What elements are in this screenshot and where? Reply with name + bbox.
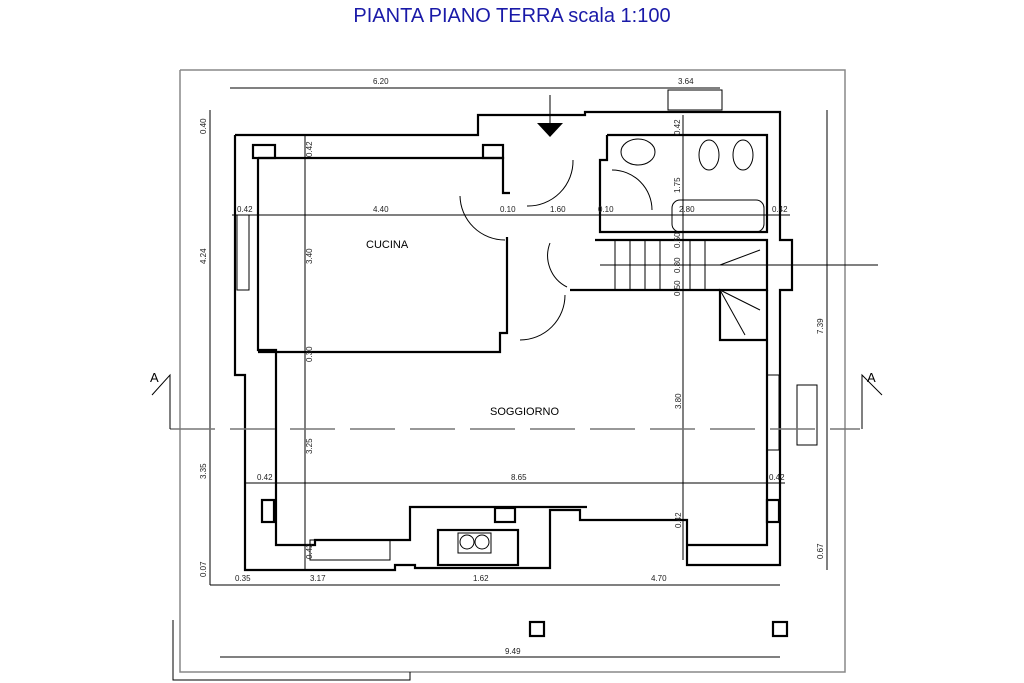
dimension-label: 0.30 <box>305 346 314 362</box>
dimension-label: 0.42 <box>305 543 314 559</box>
door-swing <box>526 159 574 207</box>
dimension-label: 3.17 <box>310 574 326 583</box>
bathtub <box>671 199 765 233</box>
toilet <box>698 139 720 171</box>
hob <box>457 532 492 554</box>
dimension-label: 1.75 <box>673 177 682 193</box>
window <box>766 374 780 451</box>
dimension-label: 0.42 <box>237 205 253 214</box>
terrace-edge <box>172 620 411 681</box>
dimension-label: 0.50 <box>673 232 682 248</box>
hob-burner <box>459 534 475 550</box>
door-swing <box>459 195 506 241</box>
dimension-label: 0.07 <box>199 561 208 577</box>
entrance-arrow-icon <box>537 123 563 137</box>
pillar <box>251 143 277 160</box>
room-label-living: SOGGIORNO <box>490 406 560 418</box>
dimension-label: 0.40 <box>199 118 208 134</box>
pillar <box>765 498 781 524</box>
pillar <box>481 143 505 160</box>
door-swing <box>519 294 566 341</box>
dimension-label: 0.42 <box>305 141 314 157</box>
dimension-label: 3.80 <box>674 393 683 409</box>
door-swing <box>547 242 568 288</box>
dimension-label: 1.62 <box>473 574 489 583</box>
pillar <box>528 620 546 638</box>
bidet <box>732 139 754 171</box>
dimension-label: 3.25 <box>305 438 314 454</box>
vent-grille <box>667 89 723 111</box>
pillar <box>493 506 517 524</box>
dimension-label: 8.65 <box>511 473 527 482</box>
outer-wall <box>233 110 794 572</box>
kitchen-south-wall <box>258 237 509 354</box>
dimension-label: 0.50 <box>673 280 682 296</box>
dimension-label: 0.35 <box>235 574 251 583</box>
room-label-kitchen: CUCINA <box>366 239 409 251</box>
hob-burner <box>474 534 490 550</box>
dimension-label: 0.42 <box>772 205 788 214</box>
dimension-label: 1.60 <box>550 205 566 214</box>
stair-wall <box>595 238 769 342</box>
dimension-label: 0.42 <box>674 512 683 528</box>
dimension-label: 0.42 <box>769 473 785 482</box>
drawing-title: PIANTA PIANO TERRA scala 1:100 <box>353 5 671 27</box>
staircase <box>600 240 761 336</box>
pillar <box>260 498 276 524</box>
door-swing <box>611 169 653 211</box>
dimension-label: 0.10 <box>598 205 614 214</box>
dimension-label: 4.24 <box>199 248 208 264</box>
section-marker-left <box>151 373 171 429</box>
vent-grille <box>796 384 818 446</box>
kitchen-wall <box>256 158 587 547</box>
dimension-label: 2.80 <box>679 205 695 214</box>
sink <box>620 138 656 166</box>
section-label-left: A <box>150 370 159 385</box>
window <box>309 539 391 561</box>
lot-boundary <box>179 69 846 673</box>
dimension-label: 4.70 <box>651 574 667 583</box>
dimension-label: 0.67 <box>816 543 825 559</box>
section-marker-right <box>861 373 883 429</box>
dimension-label: 7.39 <box>816 318 825 334</box>
dimension-label: 6.20 <box>373 77 389 86</box>
east-inner-wall <box>687 290 769 547</box>
inner-wall <box>258 156 510 195</box>
dimension-label: 0.42 <box>257 473 273 482</box>
dimension-label: 3.35 <box>199 463 208 479</box>
fireplace <box>436 528 520 567</box>
dimension-label: 3.64 <box>678 77 694 86</box>
dimension-label: 0.10 <box>500 205 516 214</box>
dimension-label: 0.42 <box>673 119 682 135</box>
dimension-label: 9.49 <box>505 647 521 656</box>
dimension-label: 4.40 <box>373 205 389 214</box>
pillar <box>771 620 789 638</box>
dimension-lines <box>209 87 878 658</box>
dimension-label: 0.80 <box>673 257 682 273</box>
bath-wall <box>598 133 769 234</box>
dimension-label: 3.40 <box>305 248 314 264</box>
window <box>236 214 250 291</box>
section-label-right: A <box>867 370 876 385</box>
